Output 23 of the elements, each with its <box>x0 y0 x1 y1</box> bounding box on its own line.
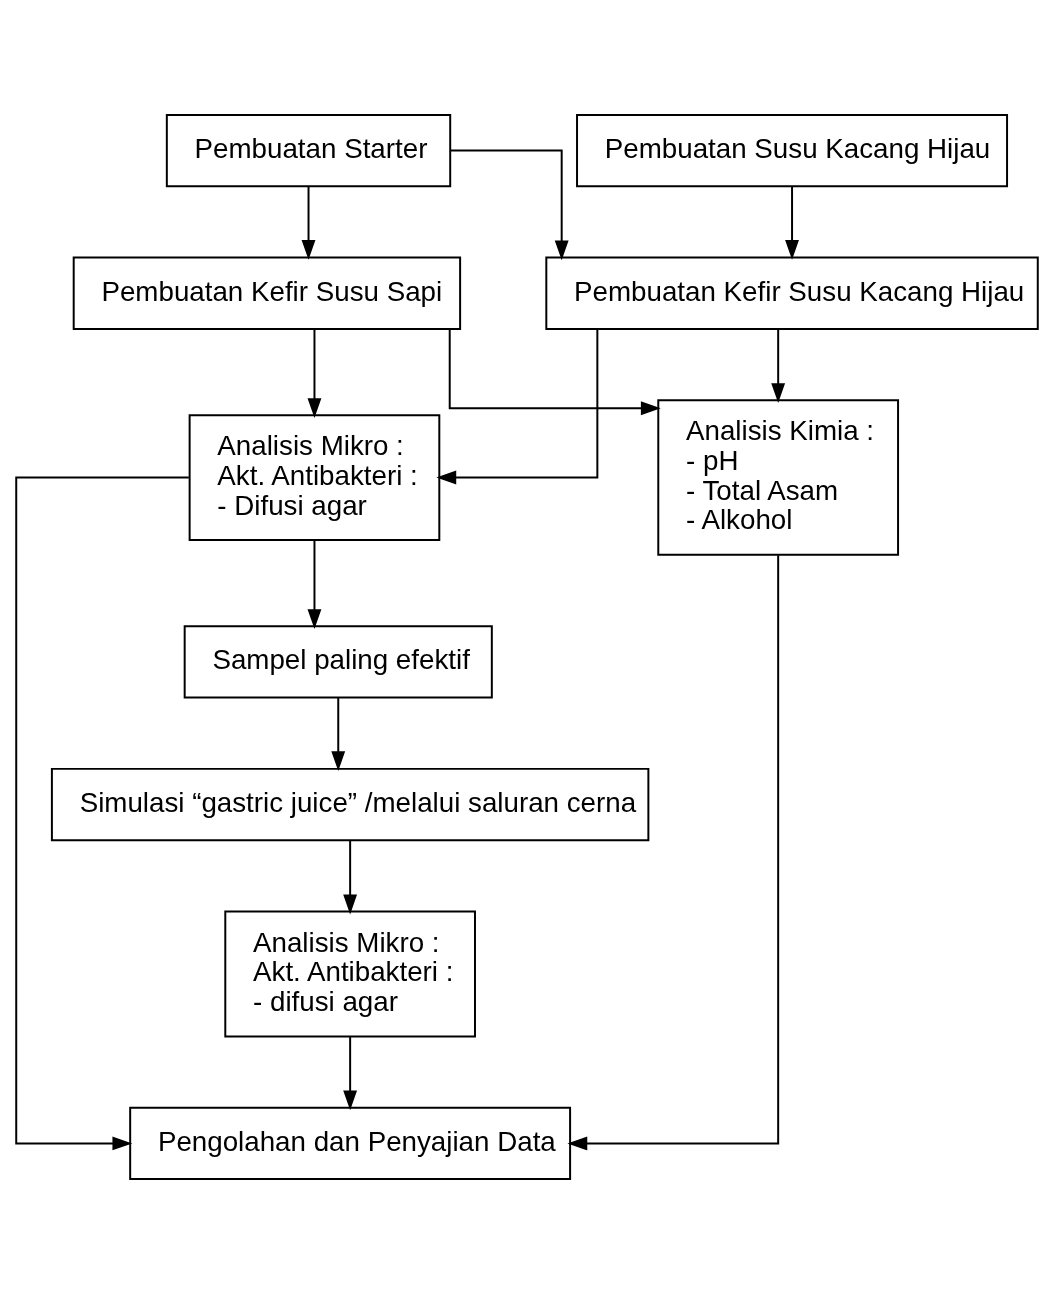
arrow <box>15 476 190 1151</box>
arrow <box>771 328 786 404</box>
arrow <box>785 185 799 260</box>
arrow <box>301 185 316 260</box>
node-box: Pembuatan Susu Kacang Hijau <box>576 113 1009 188</box>
arrow <box>343 1036 358 1111</box>
arrow <box>436 328 599 485</box>
node-box: Analisis Mikro : Akt. Antibakteri : - Difusi agar <box>188 414 441 541</box>
node-box: Pengolahan dan Penyajian Data <box>129 1106 572 1181</box>
arrow <box>567 554 780 1151</box>
node-box: Analisis Kimia : - pH - Total Asam - Alkohol <box>657 399 900 556</box>
node-box: Pembuatan Kefir Susu Sapi <box>72 256 462 330</box>
node-box: Pembuatan Kefir Susu Kacang Hijau <box>545 256 1039 330</box>
arrow <box>449 149 569 261</box>
node-box: Sampel paling efektif <box>183 625 493 699</box>
arrow <box>307 539 322 630</box>
node-box: Simulasi “gastric juice” /melalui saluran cerna <box>50 767 650 842</box>
node-box: Pembuatan Starter <box>165 113 452 188</box>
arrow <box>343 839 358 915</box>
arrow <box>331 696 346 772</box>
arrow <box>448 328 661 416</box>
arrow <box>307 328 322 419</box>
node-box: Analisis Mikro : Akt. Antibakteri : - difusi agar <box>224 910 476 1038</box>
